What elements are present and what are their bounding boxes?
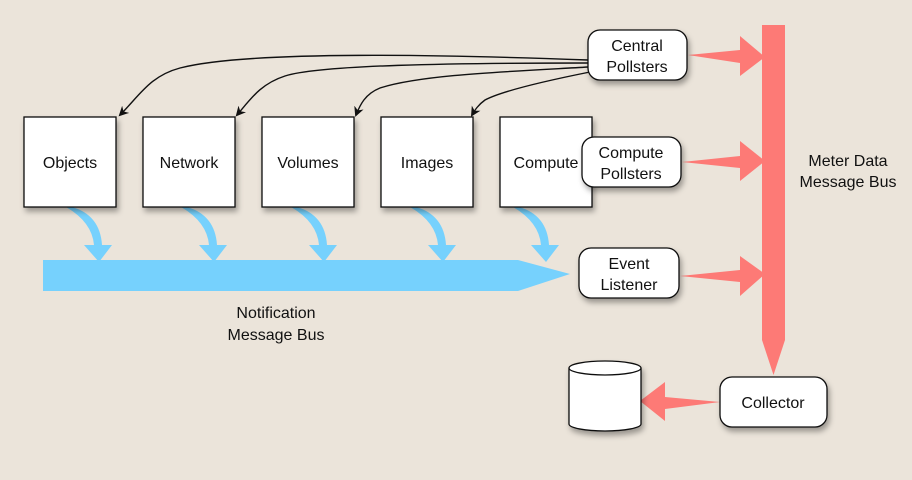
poll-images-arrow bbox=[470, 71, 591, 117]
service-label-images: Images bbox=[401, 155, 453, 172]
central-pollsters-label-line2: Pollsters bbox=[606, 59, 667, 76]
compute-pollsters-label-line1: Compute bbox=[599, 145, 664, 162]
event-listener-node[interactable] bbox=[578, 247, 680, 299]
collector-node[interactable] bbox=[719, 376, 828, 428]
meter-data-bus bbox=[762, 25, 785, 375]
polling-arrows bbox=[118, 54, 591, 117]
collector-label: Collector bbox=[741, 395, 805, 412]
images-notification-arrow bbox=[410, 207, 456, 262]
objects-notification-arrow bbox=[66, 207, 112, 262]
event-listener-to-meter-bus-arrow bbox=[680, 256, 765, 296]
volumes-notification-arrow bbox=[291, 207, 337, 262]
service-label-volumes: Volumes bbox=[277, 155, 338, 172]
service-box-images[interactable] bbox=[380, 116, 474, 208]
service-label-objects: Objects bbox=[43, 155, 97, 172]
service-to-notification-arrows bbox=[66, 207, 559, 262]
compute-pollsters-label-line2: Pollsters bbox=[600, 166, 661, 183]
notification-bus-label-line1: Notification bbox=[236, 305, 315, 322]
service-box-compute[interactable] bbox=[499, 116, 593, 208]
meter-bus-label-line1: Meter Data bbox=[808, 153, 887, 170]
poll-volumes-arrow bbox=[354, 66, 589, 117]
event-listener-label-line2: Listener bbox=[601, 277, 659, 294]
service-box-objects[interactable] bbox=[23, 116, 117, 208]
poll-objects-arrow bbox=[118, 54, 589, 117]
service-box-volumes[interactable] bbox=[261, 116, 355, 208]
compute-pollsters-node[interactable] bbox=[581, 136, 682, 188]
compute-pollsters-to-meter-bus-arrow bbox=[682, 141, 765, 181]
event-listener-label-line1: Event bbox=[609, 256, 650, 273]
collector-to-database-arrow bbox=[640, 382, 720, 421]
central-pollsters-node[interactable] bbox=[587, 29, 688, 81]
network-notification-arrow bbox=[181, 207, 227, 262]
database-icon[interactable] bbox=[568, 360, 642, 432]
compute-notification-arrow bbox=[513, 207, 559, 262]
notification-bus bbox=[43, 260, 570, 291]
central-pollsters-to-meter-bus-arrow bbox=[688, 36, 765, 76]
service-label-network: Network bbox=[160, 155, 220, 172]
service-box-network[interactable] bbox=[142, 116, 236, 208]
notification-bus-label-line2: Message Bus bbox=[228, 327, 325, 344]
poll-network-arrow bbox=[235, 62, 589, 117]
meter-bus-label-line2: Message Bus bbox=[800, 174, 897, 191]
service-label-compute: Compute bbox=[514, 155, 579, 172]
central-pollsters-label-line1: Central bbox=[611, 38, 663, 55]
